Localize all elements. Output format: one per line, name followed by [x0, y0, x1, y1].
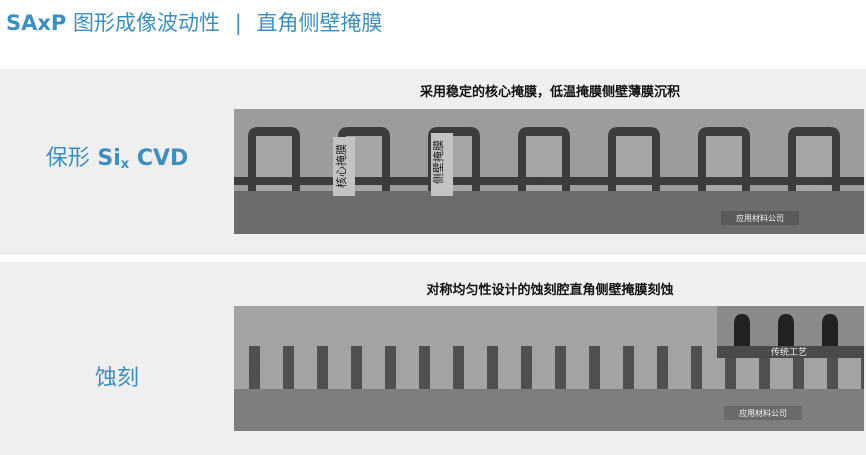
sem-image-cvd-svg: 核心掩膜 侧壁掩膜 应用材料公司: [234, 109, 864, 234]
sidewall-mask-label: 侧壁掩膜: [431, 140, 445, 184]
etched-line: [249, 346, 260, 389]
etched-line: [317, 346, 328, 389]
sem2-etched-lines: [249, 346, 864, 389]
sem-image-etch: 传统工艺 应用材料公司: [234, 306, 864, 431]
etched-line: [555, 346, 566, 389]
watermark-box-2: [724, 406, 802, 420]
section-cvd-caption: 采用稳定的核心掩膜，低温掩膜侧壁薄膜沉积: [419, 85, 680, 100]
section-cvd-label: 保形 Six CVD: [0, 140, 234, 172]
title-separator: |: [234, 11, 242, 35]
core-mask-highlight-2: [431, 133, 453, 196]
section-etch-caption: 对称均匀性设计的蚀刻腔直角侧壁掩膜刻蚀: [426, 283, 674, 298]
inset-conventional-profile: [734, 314, 838, 346]
title-part-2: 直角侧壁掩膜: [256, 11, 383, 35]
cvd-label-suffix: CVD: [136, 146, 189, 171]
sidewall-film-base: [234, 177, 864, 185]
etched-line: [691, 346, 702, 389]
inset-line: [734, 314, 750, 346]
sem-image-etch-svg: 传统工艺 应用材料公司: [234, 306, 864, 431]
etched-line: [759, 346, 770, 389]
page-title: SAxP 图形成像波动性 | 直角侧壁掩膜: [6, 6, 382, 40]
cvd-label-si: Si: [97, 146, 121, 171]
etched-line: [351, 346, 362, 389]
etched-line: [589, 346, 600, 389]
etched-line: [419, 346, 430, 389]
etched-line: [453, 346, 464, 389]
watermark-2: 应用材料公司: [739, 408, 787, 418]
etched-line: [283, 346, 294, 389]
inset-label: 传统工艺: [771, 346, 807, 358]
inset-substrate: [717, 346, 864, 358]
cvd-label-prefix: 保形: [45, 146, 90, 171]
etched-line: [657, 346, 668, 389]
watermark-box-1: [721, 211, 799, 225]
cvd-label-subscript: x: [120, 157, 130, 172]
etched-line: [487, 346, 498, 389]
watermark-1: 应用材料公司: [736, 213, 784, 223]
inset-line: [778, 314, 794, 346]
core-mask-highlight-1: [333, 137, 355, 196]
core-mask-label: 核心掩膜: [334, 144, 348, 188]
inset-line: [822, 314, 838, 346]
title-part-1: 图形成像波动性: [73, 11, 221, 35]
etched-line: [385, 346, 396, 389]
etched-line: [861, 346, 864, 389]
section-etch-label: 蚀刻: [94, 366, 139, 391]
etched-line: [827, 346, 838, 389]
title-brand: SAxP: [6, 11, 67, 35]
etched-line: [793, 346, 804, 389]
etched-line: [521, 346, 532, 389]
sem-image-cvd: 核心掩膜 侧壁掩膜 应用材料公司: [234, 109, 864, 234]
etched-line: [725, 346, 736, 389]
etched-line: [623, 346, 634, 389]
